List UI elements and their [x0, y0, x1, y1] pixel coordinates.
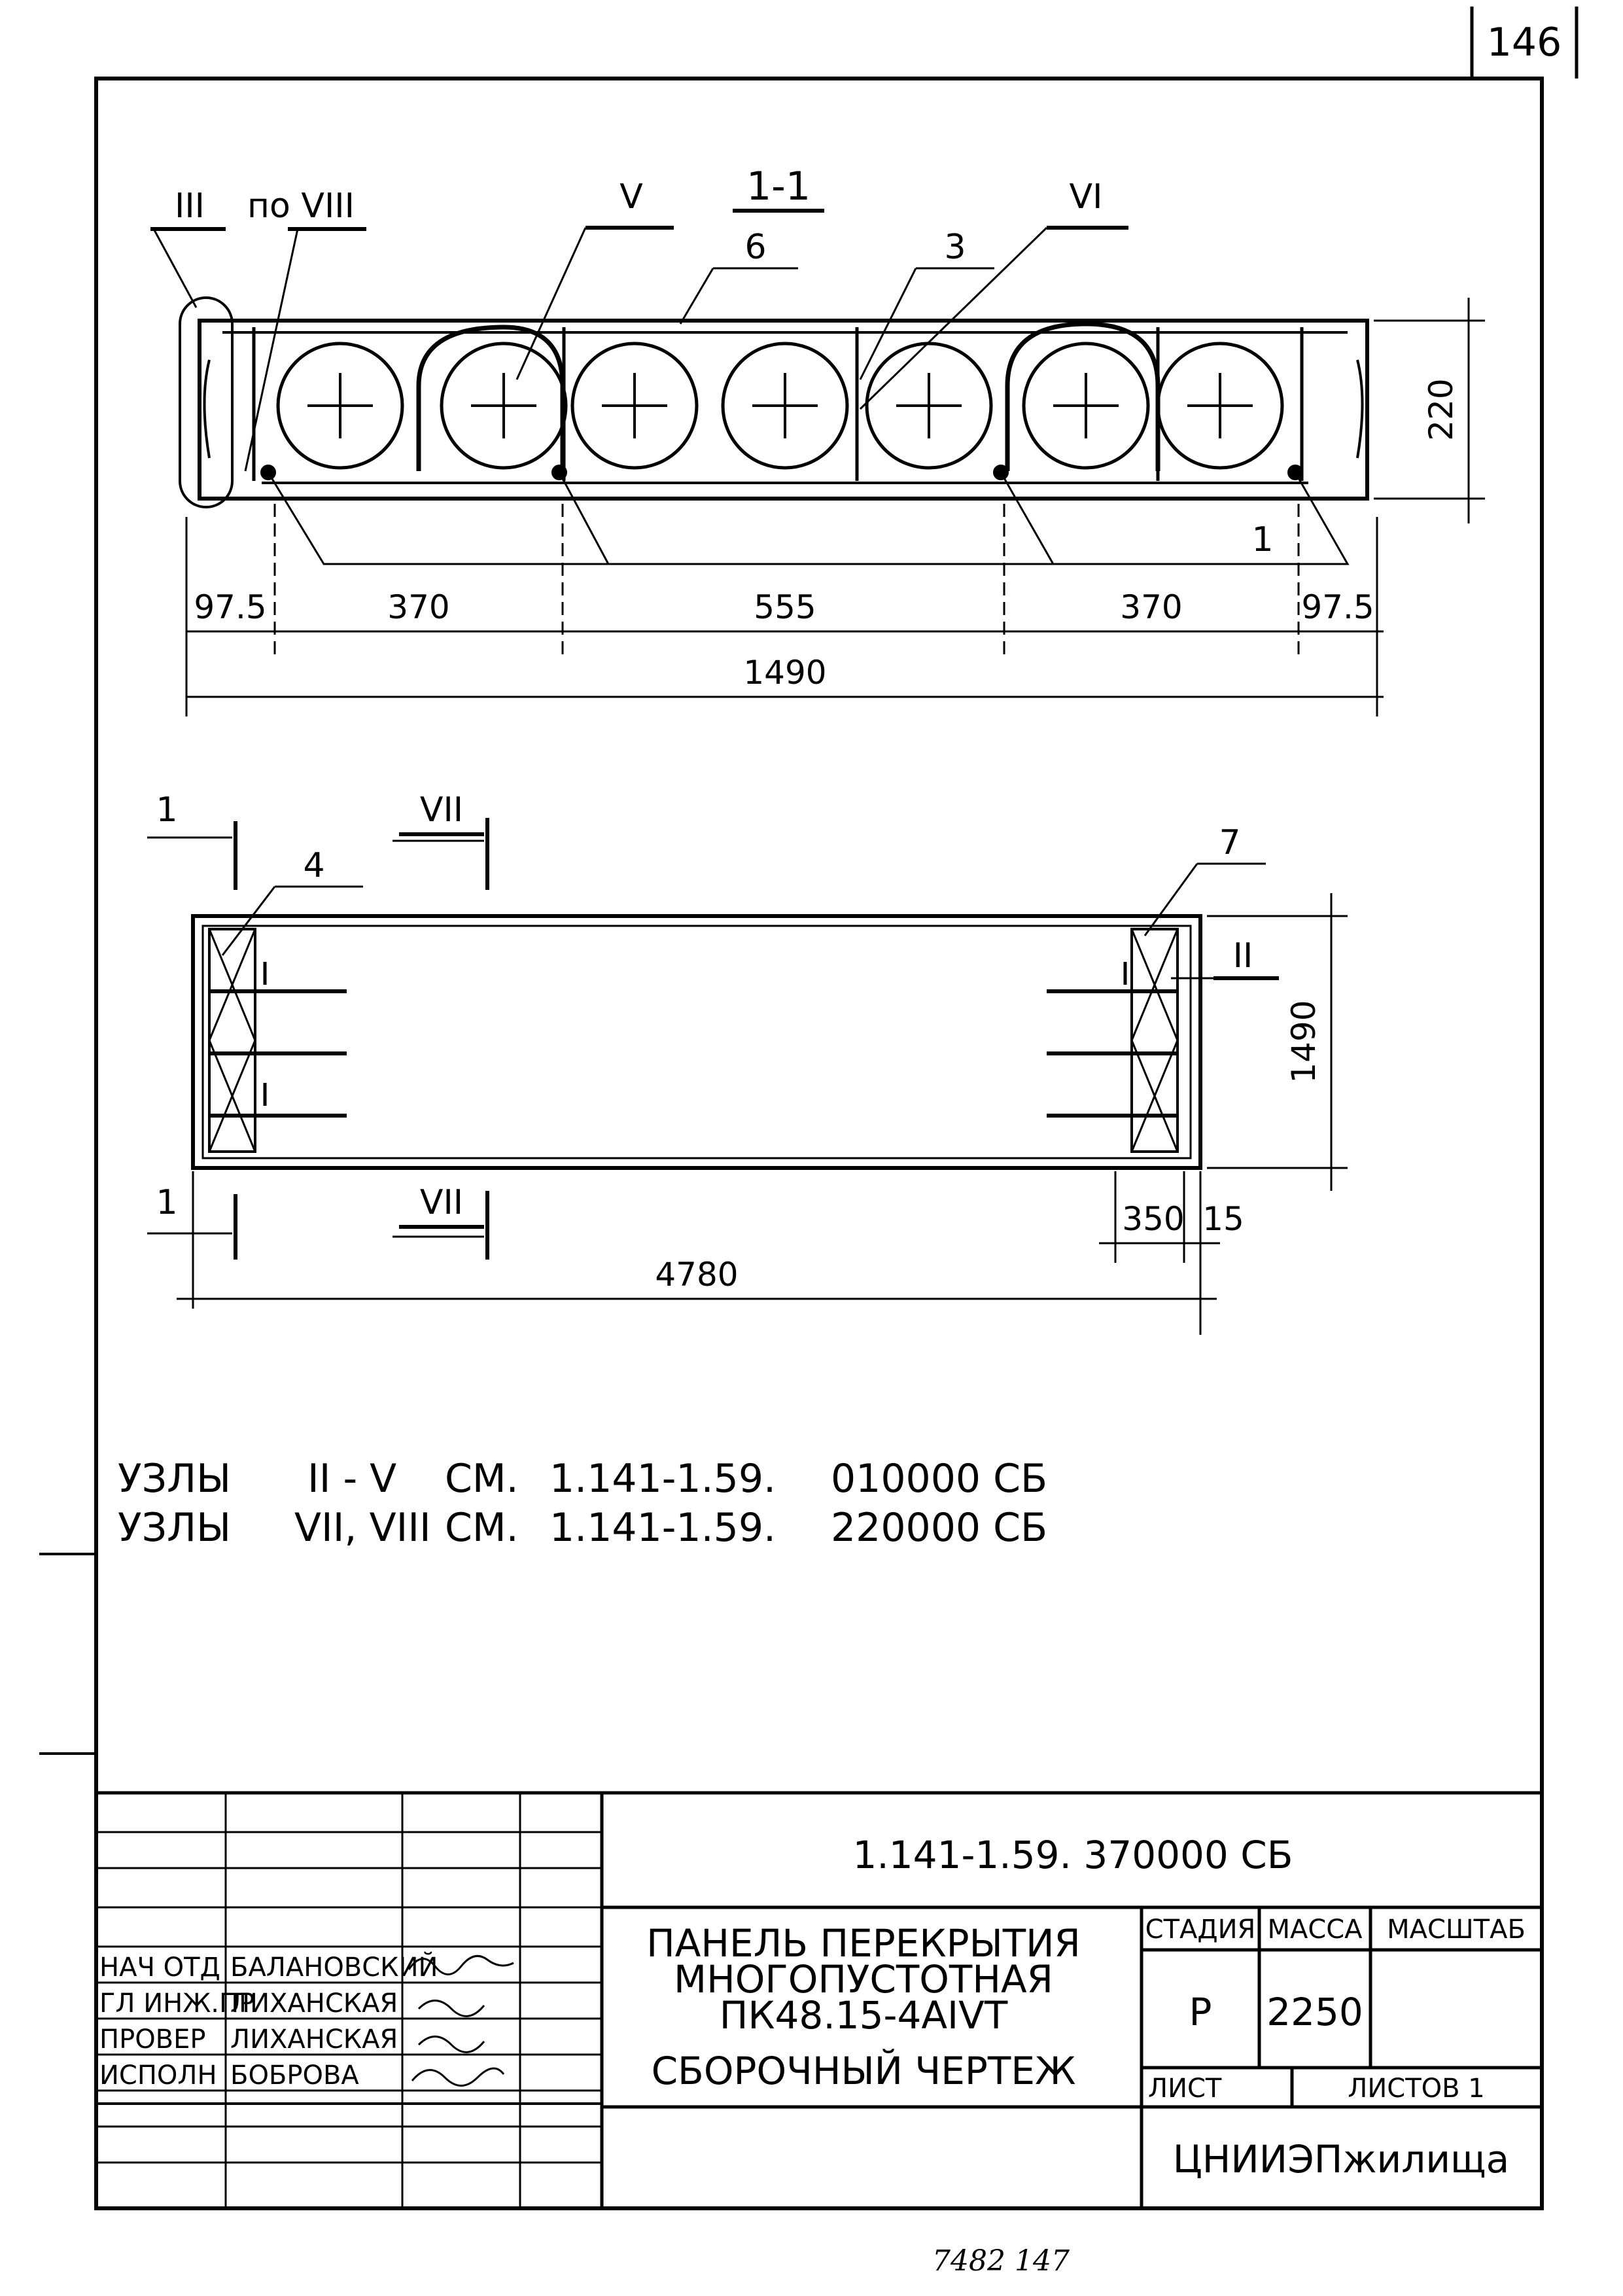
note-2-range: VII, VIII: [294, 1505, 431, 1551]
note-1-ref: СМ.: [445, 1456, 519, 1502]
dim-97-5-right: 97.5: [1301, 588, 1374, 626]
title-line-4: СБОРОЧНЫЙ ЧЕРТЕЖ: [652, 2048, 1076, 2093]
dim-555: 555: [754, 588, 816, 626]
note-1-code: 010000 СБ: [831, 1456, 1047, 1502]
section-1-1: 1-1: [150, 164, 1485, 716]
role-1: НАЧ ОТД: [99, 1952, 220, 1983]
role-3: ПРОВЕР: [99, 2024, 206, 2055]
note-1-prefix: УЗЛЫ: [118, 1456, 231, 1502]
stage-value: Р: [1189, 1990, 1212, 2034]
callout-po-viii: по VIII: [247, 186, 355, 226]
slab-section-outline: [198, 319, 1369, 501]
dim-plan-width: 1490: [1285, 1000, 1323, 1083]
title-line-3: ПК48.15-4АIVТ: [720, 1993, 1008, 2038]
callout-iii: III: [175, 186, 205, 226]
title-block: НАЧ ОТД БАЛАНОВСКИЙ ГЛ ИНЖ.ПР ЛИХАНСКАЯ …: [96, 1791, 1542, 2208]
view-vii-bottom: VII: [420, 1183, 463, 1222]
sheet-label: ЛИСТ: [1148, 2074, 1222, 2104]
name-4: БОБРОВА: [230, 2060, 359, 2091]
sheet-frame: [94, 77, 1544, 2210]
signatures: [408, 1954, 514, 2087]
view-vii-top: VII: [420, 790, 463, 830]
note-2-doc: 1.141-1.59.: [550, 1505, 776, 1551]
footer-handwritten-note: 7482 147: [932, 2244, 1070, 2278]
dim-350: 350: [1122, 1200, 1184, 1238]
page-number: 146: [1487, 20, 1562, 65]
role-2: ГЛ ИНЖ.ПР: [99, 1988, 254, 2019]
mass-value: 2250: [1266, 1990, 1363, 2034]
note-2-code: 220000 СБ: [831, 1505, 1047, 1551]
callout-v: V: [620, 177, 643, 217]
callout-3: 3: [944, 228, 966, 267]
role-4: ИСПОЛН: [99, 2060, 217, 2091]
sheets-label: ЛИСТОВ 1: [1348, 2074, 1484, 2104]
slab-plan-outline: [191, 914, 1202, 1170]
title-line-2: МНОГОПУСТОТНАЯ: [674, 1957, 1053, 2002]
dim-370-right: 370: [1120, 588, 1182, 626]
doc-code: 1.141-1.59. 370000 СБ: [852, 1833, 1293, 1877]
cut-label-top: 1: [156, 790, 177, 830]
notes: УЗЛЫ II - V СМ. 1.141-1.59. 010000 СБ УЗ…: [118, 1456, 1047, 1551]
callout-1: 1: [1251, 520, 1273, 559]
name-1: БАЛАНОВСКИЙ: [230, 1951, 438, 1983]
section-title: 1-1: [746, 164, 811, 209]
note-1-range: II - V: [307, 1456, 396, 1502]
org-name: ЦНИИЭПжилища: [1173, 2137, 1509, 2181]
node-iii-marker: [179, 296, 234, 508]
hdr-mass: МАССА: [1267, 1915, 1363, 1945]
hdr-stage: СТАДИЯ: [1145, 1915, 1256, 1945]
dim-total-width: 1490: [743, 654, 826, 692]
name-2: ЛИХАНСКАЯ: [230, 1988, 398, 2019]
dim-97-5-left: 97.5: [194, 588, 266, 626]
callout-7: 7: [1219, 823, 1240, 862]
cut-label-bottom: 1: [156, 1183, 177, 1222]
callout-4: 4: [303, 846, 324, 885]
callout-vi: VI: [1070, 177, 1103, 217]
callout-6: 6: [744, 228, 766, 267]
node-ii-label: II: [1233, 936, 1253, 976]
note-2-ref: СМ.: [445, 1505, 519, 1551]
hdr-scale: МАСШТАБ: [1387, 1915, 1526, 1945]
plan-view: 4 7 II 1 1 VII VII 1490: [147, 790, 1348, 1335]
dim-370-left: 370: [387, 588, 449, 626]
note-2-prefix: УЗЛЫ: [118, 1505, 231, 1551]
note-1-doc: 1.141-1.59.: [550, 1456, 776, 1502]
dim-15: 15: [1202, 1200, 1244, 1238]
dim-height: 220: [1422, 378, 1460, 440]
name-3: ЛИХАНСКАЯ: [230, 2024, 398, 2055]
dim-plan-length: 4780: [655, 1256, 738, 1294]
voids: [276, 342, 1284, 470]
title-line-1: ПАНЕЛЬ ПЕРЕКРЫТИЯ: [646, 1921, 1081, 1966]
